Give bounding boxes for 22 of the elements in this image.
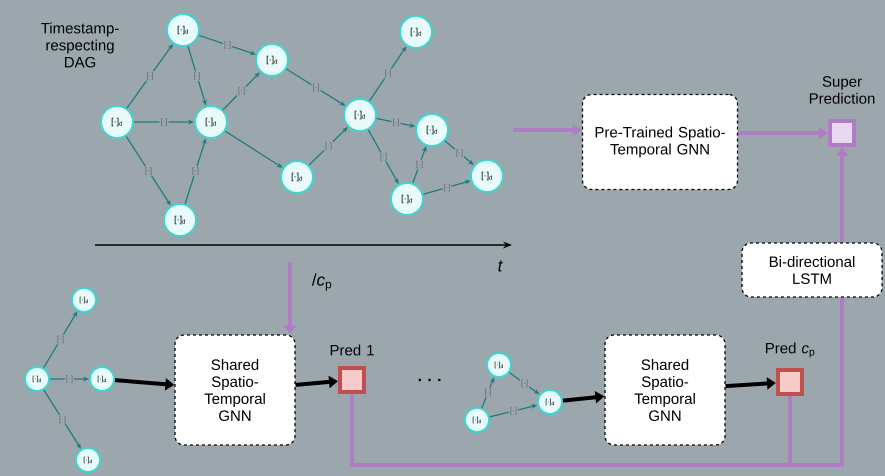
axis-label: t [498,260,503,272]
graph-node: [·]$_{d}$ [399,15,433,49]
graph-node: [·]$_{d}$ [470,159,504,193]
edge-label: /c$_{p}$ [312,273,332,291]
model-box: Pre-Trained Spatio-Temporal GNN [582,94,738,190]
graph-node: [·]$_{d}$ [390,182,424,216]
graph-node: [·]$_{d}$ [163,203,197,237]
graph-node: [·]$_{d}$ [194,105,228,139]
graph-label: Timestamp-respecting DAG [41,22,119,68]
model-box: Shared Spatio-Temporal GNN [604,334,726,446]
prediction-label: Super Prediction [810,76,874,104]
model-box: Bi-directional LSTM [741,242,883,298]
graph-node: [·]$_{d}$ [255,43,289,77]
prediction-label: Pred c$_{p}$ [766,342,814,358]
graph-node: [·]$_{d}$ [166,13,200,47]
graph-node: [·]$_{d}$ [343,98,377,132]
graph-node: [·]$_{d}$ [100,105,134,139]
graph-node: [·]$_{d}$ [280,160,314,194]
model-box: Shared Spatio-Temporal GNN [174,334,296,446]
graph-node: [·]$_{d}$ [415,113,449,147]
prediction-label: Pred 1 [330,344,374,356]
ellipsis: · · · [418,378,440,382]
